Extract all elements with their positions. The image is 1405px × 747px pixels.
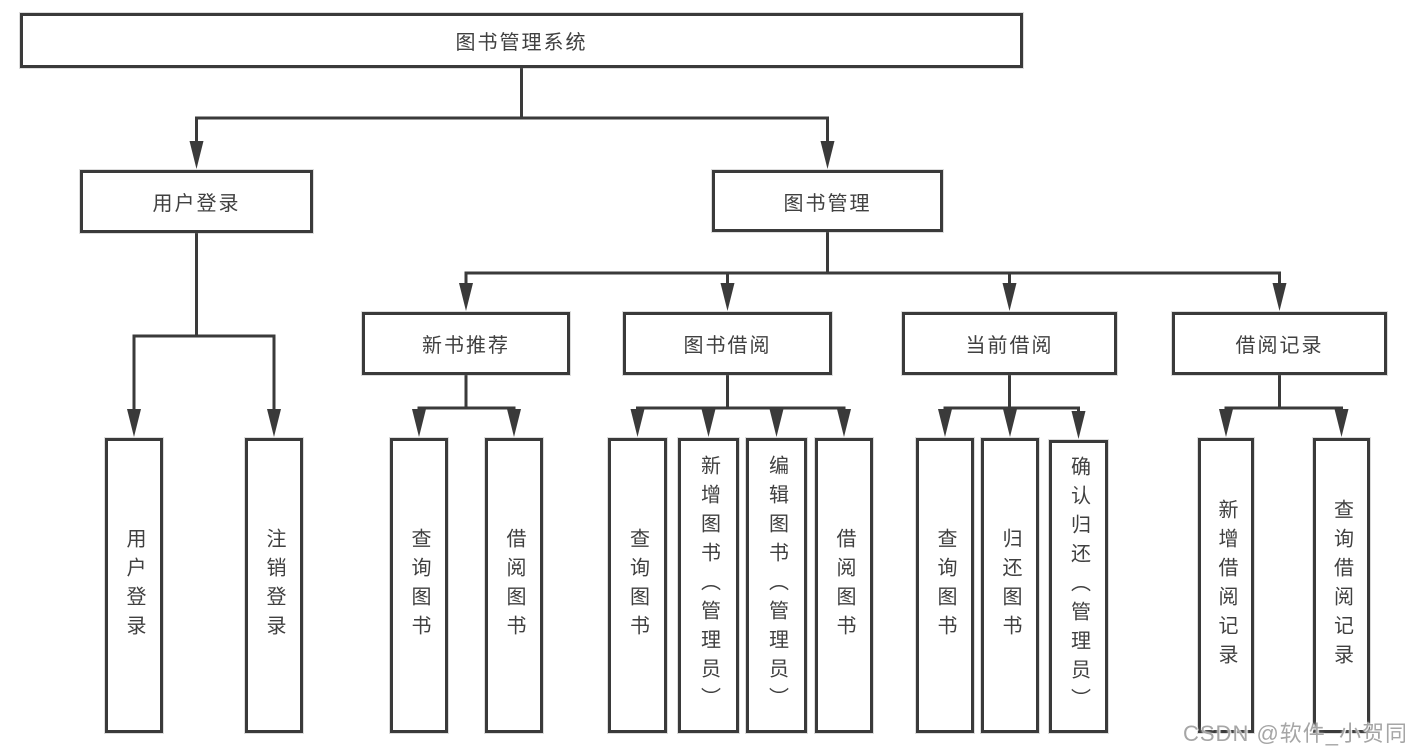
- node-cb-return-book: 归还图书: [981, 438, 1039, 733]
- node-label: 确认归还（管理员）: [1067, 456, 1090, 717]
- node-label: 新书推荐: [422, 335, 510, 357]
- node-cb-confirm-return: 确认归还（管理员）: [1049, 440, 1108, 733]
- node-label: 借阅图书: [503, 527, 525, 644]
- node-label: 注销登录: [263, 527, 285, 644]
- arrowhead-down-icon: [938, 409, 952, 437]
- arrowhead-down-icon: [459, 283, 473, 311]
- node-book-borrow: 图书借阅: [623, 312, 832, 375]
- connector-root: [189, 66, 835, 169]
- node-label: 图书管理: [783, 192, 872, 215]
- connector-current-borrow: [938, 373, 1086, 439]
- connector-borrow-record: [1219, 373, 1349, 437]
- node-bb-query-book: 查询图书: [608, 438, 667, 733]
- node-label: 新增借阅记录: [1215, 498, 1237, 673]
- arrowhead-down-icon: [267, 409, 281, 437]
- node-br-add-record: 新增借阅记录: [1198, 438, 1254, 733]
- node-label: 归还图书: [999, 527, 1021, 644]
- arrowhead-down-icon: [769, 409, 784, 437]
- arrowhead-down-icon: [1071, 411, 1086, 439]
- arrowhead-down-icon: [820, 141, 835, 169]
- arrowhead-down-icon: [1003, 409, 1017, 437]
- watermark: CSDN @软件_小贺同学: [1183, 721, 1405, 746]
- node-label: 编辑图书（管理员）: [765, 455, 788, 716]
- node-borrow-record: 借阅记录: [1172, 312, 1387, 375]
- node-bb-borrow-book: 借阅图书: [815, 438, 873, 733]
- arrowhead-down-icon: [412, 409, 426, 437]
- node-logout: 注销登录: [245, 438, 303, 733]
- node-label: 用户登录: [123, 527, 145, 644]
- node-new-book-rec: 新书推荐: [362, 312, 570, 375]
- arrowhead-down-icon: [189, 141, 204, 169]
- node-book-mgmt: 图书管理: [712, 170, 943, 232]
- node-root: 图书管理系统: [20, 13, 1023, 68]
- node-nb-query-book: 查询图书: [390, 438, 448, 733]
- node-label: 查询图书: [408, 527, 430, 644]
- arrowhead-down-icon: [1272, 283, 1287, 311]
- connector-book-mgmt: [459, 230, 1287, 311]
- arrowhead-down-icon: [837, 409, 851, 437]
- connector-book-borrow: [630, 373, 851, 437]
- node-label: 查询图书: [626, 527, 649, 644]
- node-label: 用户登录: [152, 193, 241, 215]
- node-label: 图书借阅: [683, 335, 772, 357]
- arrowhead-down-icon: [127, 409, 141, 437]
- node-label: 借阅图书: [833, 527, 855, 644]
- node-current-borrow: 当前借阅: [902, 312, 1117, 375]
- connector-new-book-rec: [412, 373, 521, 437]
- node-label: 借阅记录: [1235, 335, 1324, 357]
- node-label: 查询图书: [934, 527, 956, 644]
- node-cb-query-book: 查询图书: [916, 438, 974, 733]
- arrowhead-down-icon: [1002, 283, 1017, 311]
- node-label: 当前借阅: [965, 335, 1054, 357]
- arrowhead-down-icon: [1219, 409, 1233, 437]
- arrowhead-down-icon: [630, 409, 645, 437]
- node-user-login: 用户登录: [80, 170, 313, 233]
- arrowhead-down-icon: [507, 409, 521, 437]
- node-label: 图书管理系统: [455, 32, 588, 54]
- node-login: 用户登录: [105, 438, 163, 733]
- node-br-query-record: 查询借阅记录: [1313, 438, 1370, 733]
- arrowhead-down-icon: [701, 409, 716, 437]
- connector-user-login: [127, 231, 281, 437]
- arrowhead-down-icon: [720, 283, 735, 311]
- node-label: 查询借阅记录: [1330, 498, 1353, 673]
- arrowhead-down-icon: [1334, 409, 1349, 437]
- node-label: 新增图书（管理员）: [697, 455, 720, 716]
- node-bb-add-book: 新增图书（管理员）: [678, 438, 739, 733]
- node-bb-edit-book: 编辑图书（管理员）: [746, 438, 807, 733]
- node-nb-borrow-book: 借阅图书: [485, 438, 543, 733]
